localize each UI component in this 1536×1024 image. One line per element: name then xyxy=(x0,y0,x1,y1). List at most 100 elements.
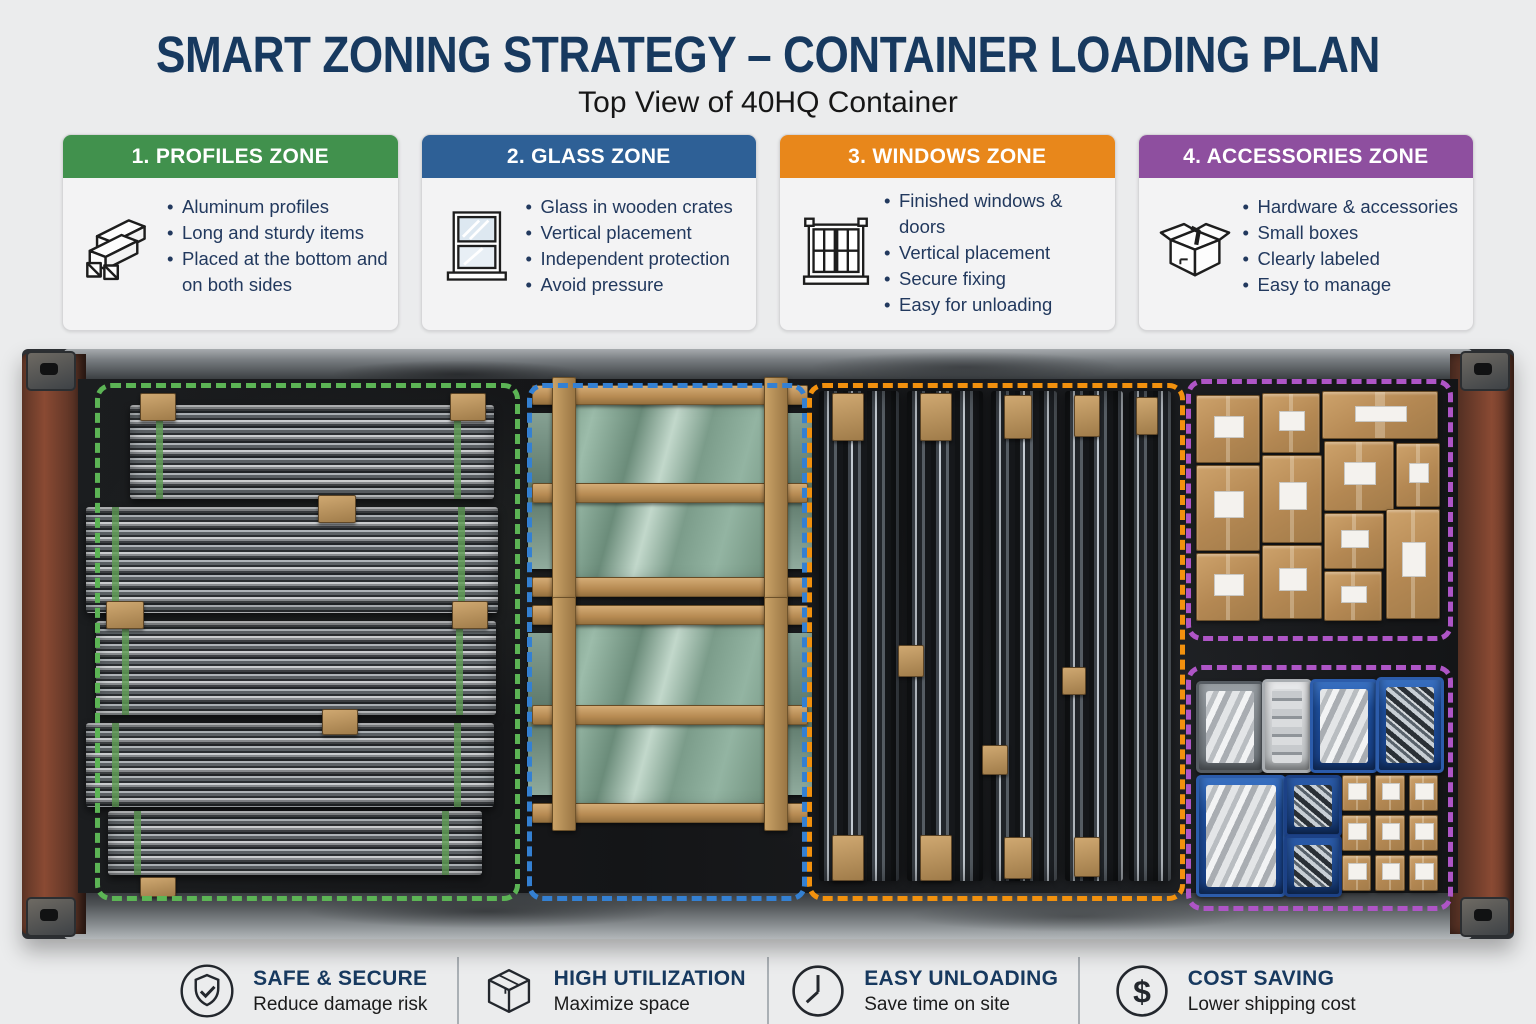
wood-dunnage-block xyxy=(450,393,486,421)
profile-bundle xyxy=(86,507,498,613)
card-profiles-header: 1. PROFILES ZONE xyxy=(63,135,398,178)
bullet: Long and sturdy items xyxy=(165,220,390,246)
wood-dunnage-block xyxy=(322,709,358,735)
benefit-title: SAFE & SECURE xyxy=(253,966,428,990)
aluminum-profiles-icon xyxy=(73,207,165,285)
bullet: Finished windows & doors xyxy=(882,188,1107,240)
shield-check-icon xyxy=(177,961,237,1021)
card-windows-header: 3. WINDOWS ZONE xyxy=(780,135,1115,178)
benefit-title: EASY UNLOADING xyxy=(864,966,1059,990)
benefit-subtitle: Maximize space xyxy=(553,993,690,1015)
wood-dunnage-block xyxy=(832,393,864,441)
card-profiles-bullets: Aluminum profiles Long and sturdy items … xyxy=(165,194,390,298)
carton-box xyxy=(1324,513,1384,569)
corner-casting xyxy=(26,897,76,937)
glass-window-icon xyxy=(432,207,524,285)
carton-box xyxy=(1322,391,1438,439)
open-box-icon xyxy=(1149,207,1241,285)
wood-dunnage-block xyxy=(920,393,952,441)
bullet: Secure fixing xyxy=(882,266,1107,292)
glass-crate xyxy=(528,597,812,831)
carton-box xyxy=(1375,815,1405,851)
corner-casting xyxy=(26,351,76,391)
bullet: Clearly labeled xyxy=(1241,246,1459,272)
wood-dunnage-block xyxy=(1004,837,1032,879)
casement-window-icon xyxy=(790,214,882,292)
card-profiles-zone: 1. PROFILES ZONE Aluminum profile xyxy=(62,134,399,331)
card-windows-zone: 3. WINDOWS ZONE Finished windows & doors… xyxy=(779,134,1116,331)
card-windows-bullets: Finished windows & doors Vertical placem… xyxy=(882,188,1107,318)
parts-bin xyxy=(1284,775,1342,837)
carton-box xyxy=(1396,443,1440,507)
benefit-subtitle: Lower shipping cost xyxy=(1187,993,1356,1015)
benefit-easy-unloading: EASY UNLOADING Save time on site xyxy=(767,957,1078,1024)
container-right-end xyxy=(1450,354,1514,934)
wood-dunnage-block xyxy=(920,835,952,881)
carton-box xyxy=(1408,815,1438,851)
window-stack xyxy=(819,391,899,881)
bullet: Independent protection xyxy=(524,246,733,272)
clock-icon xyxy=(788,961,848,1021)
carton-box xyxy=(1342,775,1372,811)
zone-overlay-accessories-top xyxy=(1186,379,1453,641)
carton-box xyxy=(1262,545,1322,619)
benefit-high-utilization: HIGH UTILIZATION Maximize space xyxy=(456,957,768,1024)
wood-dunnage-block xyxy=(982,745,1008,775)
parts-bin xyxy=(1196,775,1286,897)
profile-bundle xyxy=(86,723,494,807)
wood-dunnage-block xyxy=(1136,397,1158,435)
window-stack xyxy=(991,391,1057,881)
profile-bundle xyxy=(96,621,496,715)
card-glass-zone: 2. GLASS ZONE Glass in wooden crates Ver… xyxy=(420,134,757,331)
page-title: SMART ZONING STRATEGY – CONTAINER LOADIN… xyxy=(156,26,1380,84)
wood-dunnage-block xyxy=(1062,667,1086,695)
benefit-safe-secure: SAFE & SECURE Reduce damage risk xyxy=(148,957,457,1024)
bullet: Vertical placement xyxy=(524,220,733,246)
zone-overlay-windows xyxy=(807,383,1185,901)
wood-dunnage-block xyxy=(106,601,144,629)
window-stack xyxy=(1129,391,1171,881)
parts-bin xyxy=(1196,681,1264,773)
wood-dunnage-block xyxy=(452,601,488,629)
window-stack xyxy=(1065,391,1123,881)
bullet: Easy to manage xyxy=(1241,272,1459,298)
corner-casting xyxy=(1460,897,1510,937)
dollar-icon: $ xyxy=(1112,961,1172,1021)
carton-box xyxy=(1408,855,1438,891)
carton-box xyxy=(1262,393,1320,453)
benefit-title: COST SAVING xyxy=(1187,966,1335,990)
zone-cards: 1. PROFILES ZONE Aluminum profile xyxy=(0,120,1536,331)
bullet: Avoid pressure xyxy=(524,272,733,298)
cube-icon xyxy=(480,962,538,1020)
header: SMART ZONING STRATEGY – CONTAINER LOADIN… xyxy=(0,0,1536,120)
carton-box xyxy=(1196,553,1260,621)
carton-box xyxy=(1342,815,1372,851)
wood-dunnage-block xyxy=(898,645,924,677)
dollar-glyph: $ xyxy=(1133,973,1151,1009)
zone-overlay-glass xyxy=(527,383,807,901)
zone-overlay-profiles xyxy=(95,383,520,901)
corner-casting xyxy=(1460,351,1510,391)
wood-dunnage-block xyxy=(140,393,176,421)
card-profiles-label: 1. PROFILES ZONE xyxy=(131,144,329,168)
parts-bin xyxy=(1376,677,1444,773)
carton-box xyxy=(1375,775,1405,811)
profile-bundle xyxy=(108,811,482,875)
card-glass-header: 2. GLASS ZONE xyxy=(421,135,756,178)
bullet: Hardware & accessories xyxy=(1241,194,1458,220)
card-accessories-header: 4. ACCESSORIES ZONE xyxy=(1138,135,1473,178)
profile-bundle xyxy=(130,405,494,499)
wood-dunnage-block xyxy=(832,835,864,881)
carton-box xyxy=(1324,571,1382,621)
parts-bin xyxy=(1310,679,1378,773)
carton-box xyxy=(1375,855,1405,891)
carton-box xyxy=(1324,441,1394,511)
bullet: Placed at the bottom and on both sides xyxy=(165,246,390,298)
bullet: Easy for unloading xyxy=(882,292,1107,318)
carton-box xyxy=(1262,455,1322,543)
carton-box xyxy=(1196,395,1260,463)
glass-crate xyxy=(528,377,812,605)
carton-box xyxy=(1386,509,1440,619)
small-carton-grid xyxy=(1342,775,1438,891)
container-left-end xyxy=(22,354,86,934)
